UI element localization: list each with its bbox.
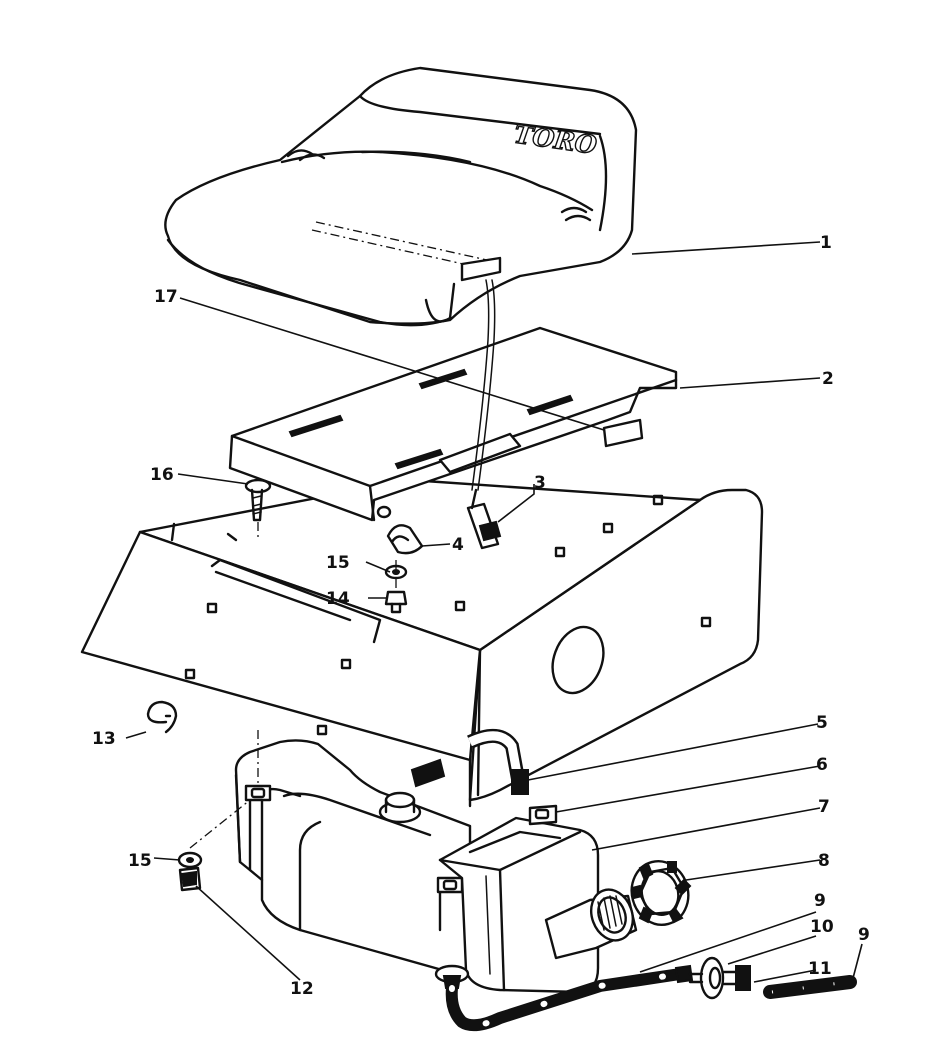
- fuel-tank: [234, 739, 472, 977]
- callout-9-right: 9: [858, 925, 870, 945]
- callout-5: 5: [816, 713, 828, 733]
- seat-switch-wire: [477, 279, 496, 491]
- callout-11: 11: [808, 959, 832, 979]
- seat-shell: TORO: [164, 66, 638, 327]
- seat-base-box: [80, 478, 764, 808]
- callout-14: 14: [326, 589, 350, 609]
- fuel-line-assembly: [445, 956, 857, 1032]
- callout-9-left: 9: [814, 891, 826, 911]
- bolt-14: [384, 590, 408, 614]
- callout-17: 17: [154, 287, 178, 307]
- callout-2: 2: [822, 369, 834, 389]
- leader-lines: [125, 241, 863, 983]
- callout-12: 12: [290, 979, 314, 999]
- callout-16: 16: [150, 465, 174, 485]
- filler-neck-housing: [434, 804, 638, 994]
- callout-labels: 1 2 3 4 5 6 7 8 9 9 10 11 12 13 14 15 15…: [92, 233, 870, 999]
- callout-1: 1: [820, 233, 832, 253]
- retaining-ring-13: [146, 700, 178, 734]
- seat-mounting-plate: [228, 326, 678, 522]
- callout-4: 4: [452, 535, 464, 555]
- carriage-bolt-16: [244, 478, 272, 540]
- callout-15-top: 15: [326, 553, 350, 573]
- callout-15-bottom: 15: [128, 851, 152, 871]
- callout-7: 7: [818, 797, 830, 817]
- callout-6: 6: [816, 755, 828, 775]
- fuel-cap: [630, 860, 692, 926]
- mounting-holes: [184, 494, 712, 736]
- switch-connector: [466, 488, 502, 550]
- callout-3: 3: [534, 473, 546, 493]
- washer-15-bottom: [177, 851, 203, 869]
- nut-12: [178, 866, 202, 892]
- callout-8: 8: [818, 851, 830, 871]
- callout-13: 13: [92, 729, 116, 749]
- callout-10: 10: [810, 917, 834, 937]
